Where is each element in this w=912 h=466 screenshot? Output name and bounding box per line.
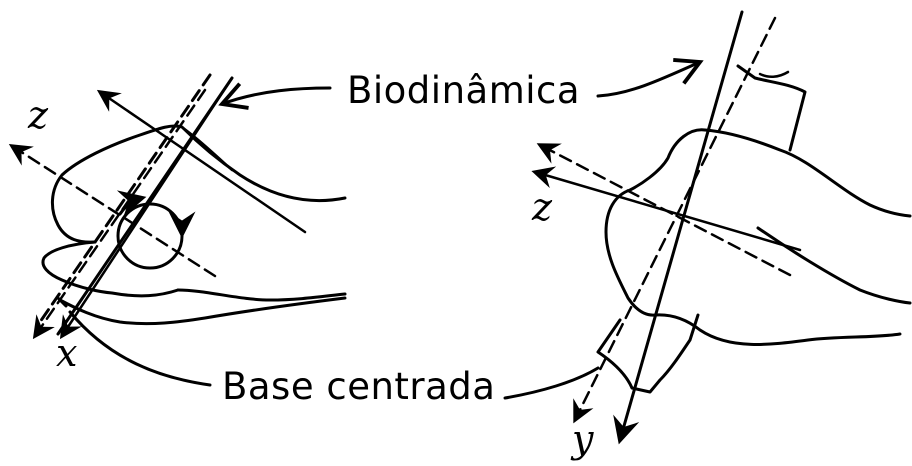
left-finger-under [60, 298, 345, 324]
left-palm-lower [178, 290, 345, 300]
left-x-axis [62, 78, 232, 336]
biodinamica-label: Biodinâmica [347, 72, 580, 109]
right-y-axis-label: y [572, 420, 593, 458]
base-centrada-label: Base centrada [222, 368, 495, 405]
base-centrada-leader-right [505, 368, 598, 398]
biodinamica-leader-right [598, 62, 700, 96]
right-hand-illustration [535, 12, 910, 440]
right-knuckle [758, 228, 910, 303]
left-pencil-edge-2 [40, 75, 210, 322]
left-x-axis-label: x [56, 334, 77, 372]
left-hand-illustration [12, 75, 345, 336]
right-pencil-lower [598, 315, 698, 392]
right-hand-top [705, 130, 910, 216]
biodinamica-leader-left [222, 88, 330, 104]
left-finger-crease [183, 128, 232, 170]
left-hand-outline [52, 126, 345, 242]
left-z-axis-label: z [28, 96, 48, 134]
right-z-axis-label: z [532, 188, 552, 226]
right-rotation-tick [760, 72, 788, 77]
right-y-axis [620, 12, 742, 440]
